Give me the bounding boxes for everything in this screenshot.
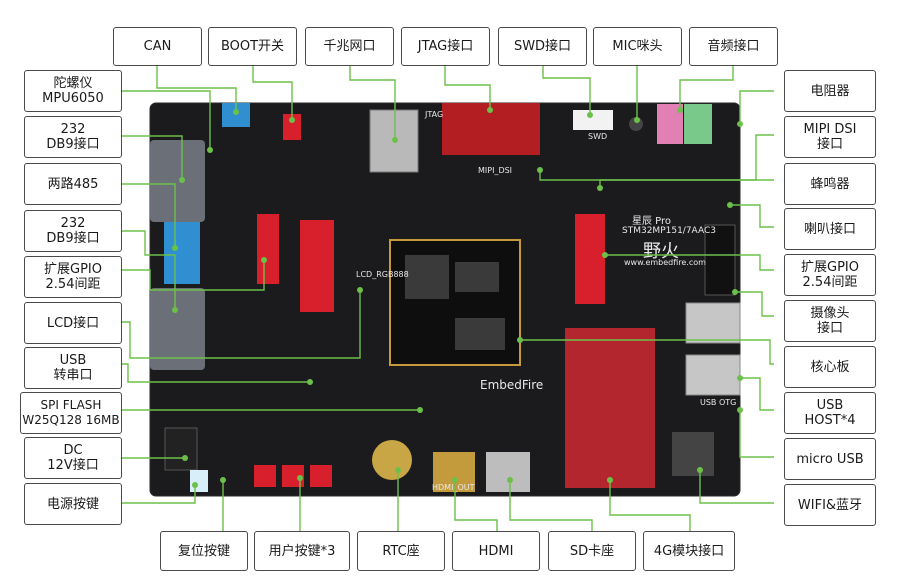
swd-silk: SWD — [588, 132, 608, 141]
brand-en-silk: EmbedFire — [480, 378, 544, 392]
lcd-silk: LCD_RGB888 — [356, 270, 409, 279]
label-hdmi: HDMI — [452, 531, 540, 571]
label-mic: MIC咪头 — [593, 27, 682, 66]
label-rs485: 两路485 — [24, 163, 122, 205]
jtag-silk: JTAG — [425, 110, 444, 119]
label-usb-serial: USB 转串口 — [24, 347, 122, 389]
label-4g-module: 4G模块接口 — [643, 531, 735, 571]
label-wifi-bt: WIFI&蓝牙 — [784, 484, 876, 526]
label-power-button: 电源按键 — [24, 483, 122, 525]
mipi-silk: MIPI_DSI — [478, 166, 513, 175]
label-db9-a: 232 DB9接口 — [24, 116, 122, 158]
label-audio: 音频接口 — [689, 27, 778, 66]
label-gigabit-ethernet: 千兆网口 — [305, 27, 394, 66]
label-rtc: RTC座 — [357, 531, 445, 571]
line-resistor — [739, 90, 774, 124]
label-gpio-left: 扩展GPIO 2.54间距 — [24, 256, 122, 298]
label-micro-usb: micro USB — [784, 438, 876, 480]
label-lcd: LCD接口 — [24, 302, 122, 344]
hdmi-silk: HDMI_OUT — [432, 483, 475, 492]
model-silk: STM32MP151/7AAC3 — [622, 226, 716, 236]
label-boot-switch: BOOT开关 — [208, 27, 297, 66]
label-can: CAN — [113, 27, 202, 66]
brand-url-silk: www.embedfire.com — [624, 258, 706, 267]
label-buzzer: 蜂鸣器 — [784, 163, 876, 205]
label-spi-flash: SPI FLASH W25Q128 16MB — [20, 392, 122, 434]
line-camera — [735, 291, 774, 317]
dev-board-photo — [150, 103, 740, 496]
label-camera: 摄像头 接口 — [784, 300, 876, 342]
label-core-board: 核心板 — [784, 346, 876, 388]
label-swd: SWD接口 — [498, 27, 587, 66]
label-db9-b: 232 DB9接口 — [24, 210, 122, 252]
label-mipi-dsi: MIPI DSI 接口 — [784, 116, 876, 158]
label-reset: 复位按键 — [160, 531, 248, 571]
label-gpio-right: 扩展GPIO 2.54间距 — [784, 254, 876, 296]
label-sd-card: SD卡座 — [548, 531, 636, 571]
line-usbhost — [740, 377, 774, 411]
label-resistor: 电阻器 — [784, 70, 876, 112]
label-user-keys: 用户按键*3 — [254, 531, 350, 571]
line-microusb — [739, 410, 774, 458]
label-gyro: 陀螺仪 MPU6050 — [24, 70, 122, 112]
label-usb-host: USB HOST*4 — [784, 392, 876, 434]
label-jtag: JTAG接口 — [401, 27, 490, 66]
label-dc: DC 12V接口 — [24, 437, 122, 479]
label-speaker: 喇叭接口 — [784, 208, 876, 250]
model-top-silk: 星辰 Pro — [632, 216, 672, 227]
usb-otg-silk: USB OTG — [700, 398, 737, 407]
